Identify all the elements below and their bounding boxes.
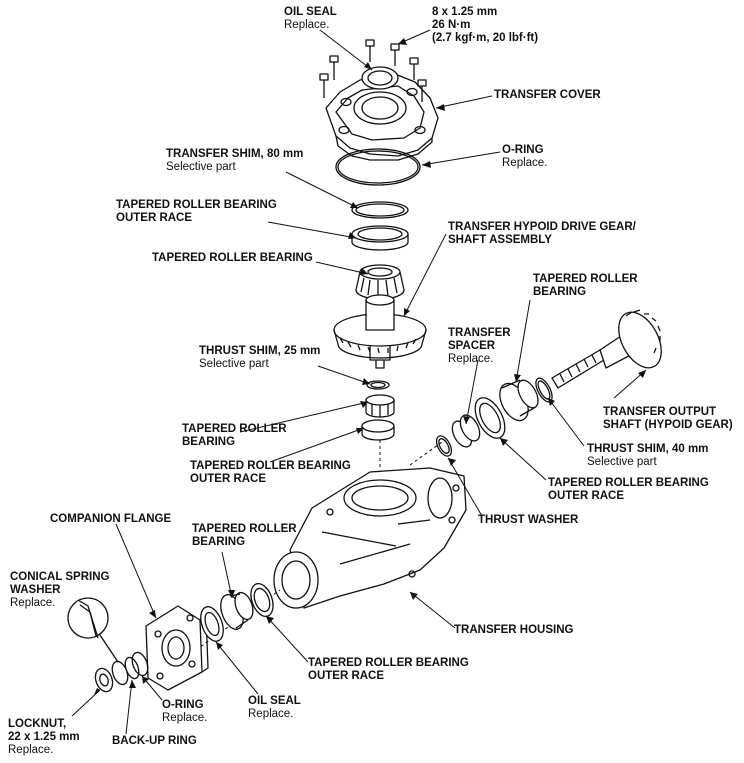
label-outer-race-lower: TAPERED ROLLER BEARING OUTER RACE bbox=[308, 657, 469, 682]
outer-race-right bbox=[474, 397, 506, 439]
output-shaft-hypoid-gear bbox=[551, 309, 662, 389]
thrust-shim-25 bbox=[366, 380, 390, 390]
label-thrust-shim-25: THRUST SHIM, 25 mm Selective part bbox=[199, 345, 321, 370]
label-bearing-right: TAPERED ROLLER BEARING bbox=[533, 273, 638, 298]
leader-lines bbox=[71, 29, 647, 735]
locknut bbox=[94, 667, 114, 693]
label-o-ring-bottom: O-RING Replace. bbox=[162, 699, 208, 724]
companion-flange bbox=[145, 605, 209, 691]
label-bearing-lower: TAPERED ROLLER BEARING bbox=[192, 523, 297, 548]
label-bearing-upper: TAPERED ROLLER BEARING bbox=[152, 252, 313, 264]
label-conical-spring-washer: CONICAL SPRING WASHER Replace. bbox=[10, 571, 110, 609]
transfer-cover bbox=[325, 73, 439, 161]
tapered-roller-bearing-middle bbox=[365, 394, 395, 418]
hypoid-drive-gear bbox=[333, 294, 427, 369]
oil-seal-bottom bbox=[200, 606, 224, 642]
label-transfer-spacer: TRANSFER SPACER Replace. bbox=[448, 327, 511, 365]
cover-bolts bbox=[319, 39, 427, 102]
outer-race-lower bbox=[250, 583, 274, 617]
label-o-ring-top: O-RING Replace. bbox=[502, 144, 548, 169]
oil-seal-top bbox=[361, 66, 399, 90]
conical-spring-washer bbox=[67, 597, 129, 686]
label-outer-race-upper: TAPERED ROLLER BEARING OUTER RACE bbox=[116, 199, 277, 224]
label-thrust-shim-40: THRUST SHIM, 40 mm Selective part bbox=[587, 443, 709, 468]
label-outer-race-middle: TAPERED ROLLER BEARING OUTER RACE bbox=[190, 460, 351, 485]
arrowheads bbox=[94, 38, 646, 695]
label-bearing-middle: TAPERED ROLLER BEARING bbox=[182, 423, 287, 448]
label-output-shaft: TRANSFER OUTPUT SHAFT (HYPOID GEAR) bbox=[603, 406, 733, 431]
o-ring-bottom bbox=[131, 651, 149, 677]
label-bolt-spec: 8 x 1.25 mm 26 N·m (2.7 kgf·m, 20 lbf·ft… bbox=[432, 6, 539, 44]
label-transfer-housing: TRANSFER HOUSING bbox=[454, 624, 574, 636]
tapered-roller-bearing-right bbox=[499, 379, 539, 422]
transfer-housing bbox=[273, 467, 467, 609]
transfer-spacer bbox=[451, 414, 481, 448]
thrust-washer bbox=[435, 435, 453, 457]
o-ring-top bbox=[335, 148, 421, 186]
label-locknut: LOCKNUT, 22 x 1.25 mm Replace. bbox=[8, 718, 80, 756]
label-companion-flange: COMPANION FLANGE bbox=[50, 513, 172, 525]
label-thrust-washer: THRUST WASHER bbox=[478, 514, 579, 526]
tapered-roller-bearing-upper bbox=[355, 264, 405, 300]
label-oil-seal-top: OIL SEAL Replace. bbox=[284, 6, 337, 31]
label-outer-race-right: TAPERED ROLLER BEARING OUTER RACE bbox=[548, 477, 709, 502]
transfer-shim bbox=[351, 201, 409, 219]
label-backup-ring: BACK-UP RING bbox=[112, 735, 197, 747]
outer-race-upper bbox=[351, 225, 409, 251]
outer-race-middle bbox=[361, 419, 395, 441]
label-transfer-cover: TRANSFER COVER bbox=[494, 89, 601, 101]
label-oil-seal-bottom: OIL SEAL Replace. bbox=[248, 695, 301, 720]
label-transfer-shim: TRANSFER SHIM, 80 mm Selective part bbox=[166, 148, 304, 173]
label-hypoid-drive-gear: TRANSFER HYPOID DRIVE GEAR/ SHAFT ASSEMB… bbox=[448, 221, 636, 246]
